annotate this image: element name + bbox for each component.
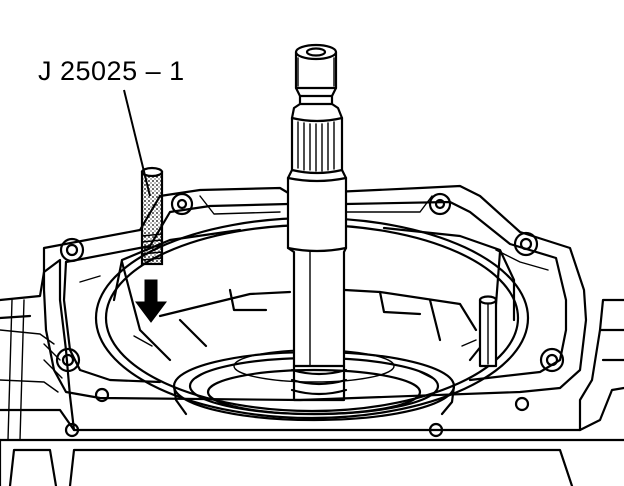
tool-callout-label: J 25025 – 1 xyxy=(38,56,185,86)
input-shaft-icon xyxy=(286,43,348,402)
down-arrow-icon xyxy=(135,279,167,323)
guide-pin-icon xyxy=(140,166,164,266)
leader-line xyxy=(123,89,151,197)
case-flange xyxy=(42,184,588,438)
guide-pin-right xyxy=(478,295,498,368)
